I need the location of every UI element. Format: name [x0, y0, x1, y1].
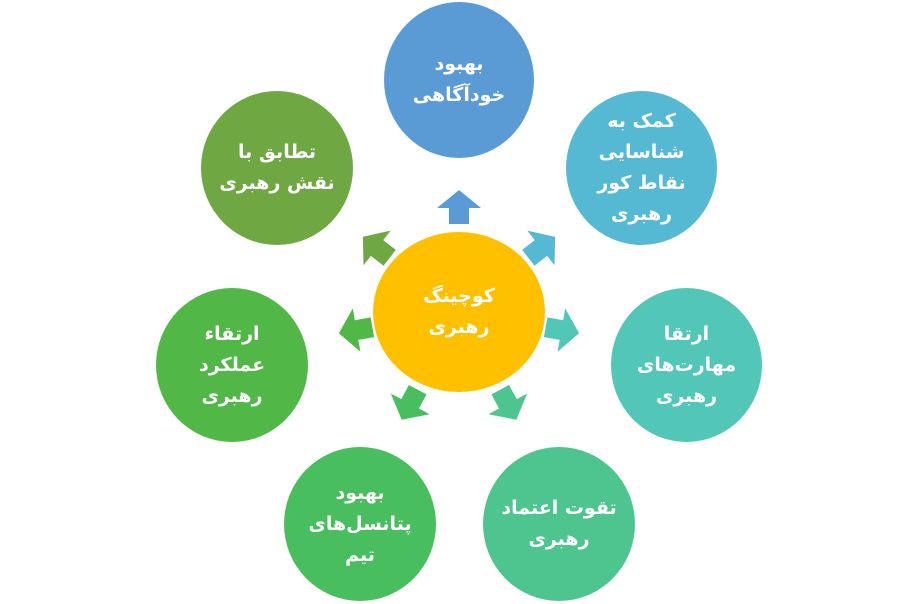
- node-self-awareness-label: بهبود خودآگاهی: [412, 53, 506, 106]
- arrow-to-self-awareness: [437, 190, 481, 224]
- node-blind-spots-label: کمک به شناسایی نقاط کور رهبری: [597, 110, 686, 225]
- node-confidence: تقوت اعتماد رهبری: [483, 447, 635, 601]
- node-skills-label: ارتقا مهارت‌های رهبری: [636, 322, 737, 407]
- node-self-awareness: بهبود خودآگاهی: [384, 2, 534, 158]
- arrow-to-team-potential: [390, 385, 430, 420]
- center-node-label: کوچینگ رهبری: [423, 285, 495, 338]
- node-role-fit-label: تطابق با نقش رهبری: [219, 141, 335, 194]
- node-performance: ارتقاء عملکرد رهبری: [156, 288, 308, 442]
- node-skills: ارتقا مهارت‌های رهبری: [611, 288, 762, 442]
- arrow-to-skills: [543, 308, 580, 352]
- node-role-fit: تطابق با نقش رهبری: [201, 91, 353, 245]
- arrow-to-blind-spots: [522, 230, 556, 266]
- node-team-potential: بهبود پتانسل‌های تیم: [284, 447, 436, 601]
- node-confidence-label: تقوت اعتماد رهبری: [501, 497, 617, 550]
- node-team-potential-label: بهبود پتانسل‌های تیم: [308, 481, 412, 566]
- arrow-to-role-fit: [362, 230, 396, 266]
- node-blind-spots: کمک به شناسایی نقاط کور رهبری: [566, 91, 717, 245]
- arrow-to-performance: [338, 308, 375, 352]
- center-node-leadership-coaching: کوچینگ رهبری: [373, 232, 545, 392]
- arrow-to-confidence: [488, 385, 528, 420]
- node-performance-label: ارتقاء عملکرد رهبری: [198, 322, 266, 407]
